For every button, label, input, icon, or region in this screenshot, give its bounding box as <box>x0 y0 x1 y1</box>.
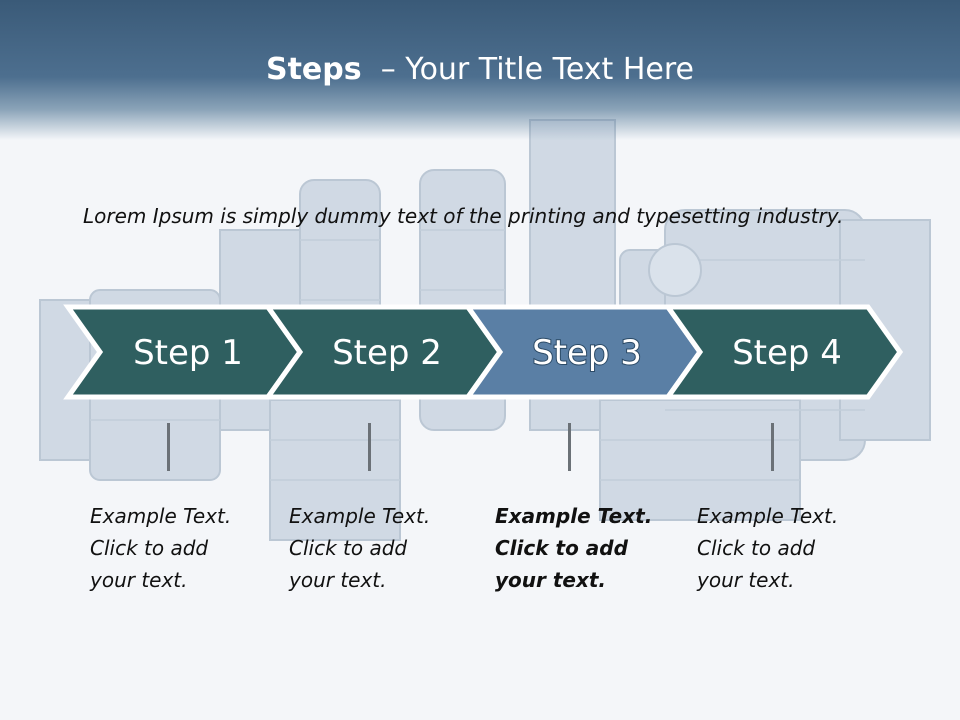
caption-line: Example Text. <box>289 504 431 528</box>
step-1-label: Step 1 <box>133 333 243 373</box>
step-1-chevron[interactable]: Step 1 <box>63 304 304 400</box>
step-4-caption[interactable]: Example Text. Click to add your text. <box>697 500 867 596</box>
connector-line-2 <box>368 423 371 471</box>
step-4-label: Step 4 <box>732 333 842 373</box>
caption-line: Click to add <box>90 536 209 560</box>
intro-text[interactable]: Lorem Ipsum is simply dummy text of the … <box>83 204 844 228</box>
bottom-fade <box>0 560 960 720</box>
caption-line: Click to add <box>495 536 628 560</box>
step-2-label: Step 2 <box>332 333 442 373</box>
slide-title[interactable]: Steps – Your Title Text Here <box>0 52 960 87</box>
step-2-caption[interactable]: Example Text. Click to add your text. <box>289 500 459 596</box>
title-rest: – Your Title Text Here <box>380 52 694 87</box>
caption-line: your text. <box>697 568 795 592</box>
connector-line-3 <box>568 423 571 471</box>
step-1-caption[interactable]: Example Text. Click to add your text. <box>90 500 260 596</box>
step-4-shape <box>663 304 904 400</box>
step-2-chevron[interactable]: Step 2 <box>263 304 504 400</box>
step-chevrons: Step 1 Step 2 Step 3 Step 4 <box>63 304 904 400</box>
caption-line: your text. <box>495 568 607 592</box>
caption-line: your text. <box>289 568 387 592</box>
title-band <box>0 0 960 140</box>
title-bold: Steps <box>265 52 362 87</box>
step-3-caption[interactable]: Example Text. Click to add your text. <box>495 500 665 596</box>
step-3-chevron[interactable]: Step 3 <box>463 304 704 400</box>
caption-line: Example Text. <box>495 504 653 528</box>
caption-line: your text. <box>90 568 188 592</box>
caption-line: Example Text. <box>697 504 839 528</box>
connector-line-4 <box>771 423 774 471</box>
caption-line: Example Text. <box>90 504 232 528</box>
step-4-chevron[interactable]: Step 4 <box>663 304 904 400</box>
caption-line: Click to add <box>289 536 408 560</box>
step-3-label: Step 3 <box>532 333 642 373</box>
caption-line: Click to add <box>697 536 816 560</box>
connector-line-1 <box>167 423 170 471</box>
